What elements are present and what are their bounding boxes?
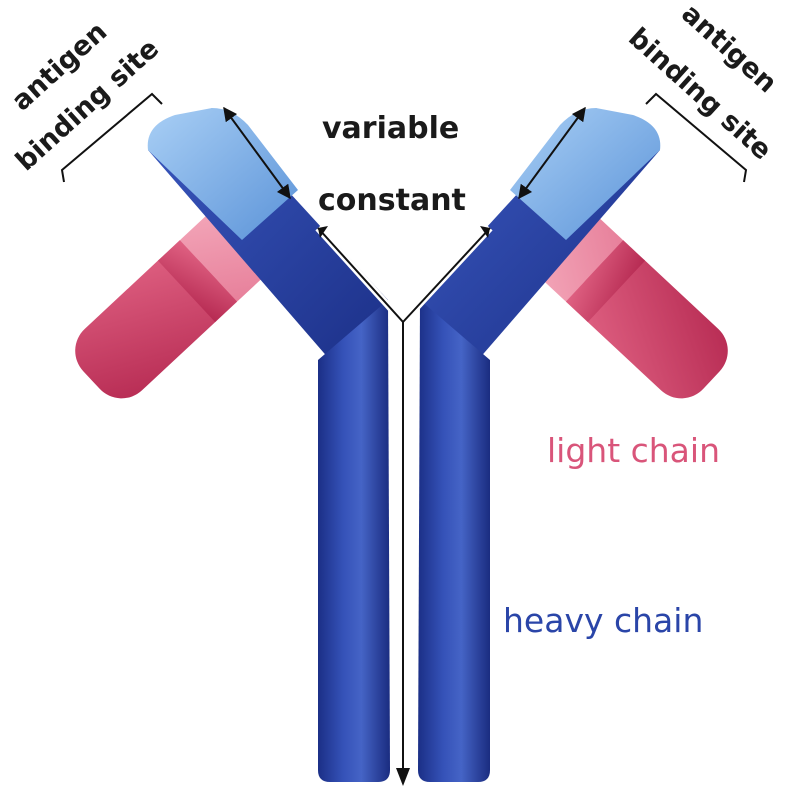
left-heavy-chain [147,108,390,782]
label-heavy-chain: heavy chain [503,601,703,640]
constant-region-line [315,225,493,786]
right-binding-site-bracket [645,92,748,183]
label-variable: variable [322,111,459,146]
left-binding-site-bracket [60,92,163,183]
label-constant: constant [318,183,466,218]
label-light-chain: light chain [547,431,720,470]
right-heavy-chain [418,108,661,782]
constant-arrows [318,226,490,238]
variable-arrows [223,106,586,200]
